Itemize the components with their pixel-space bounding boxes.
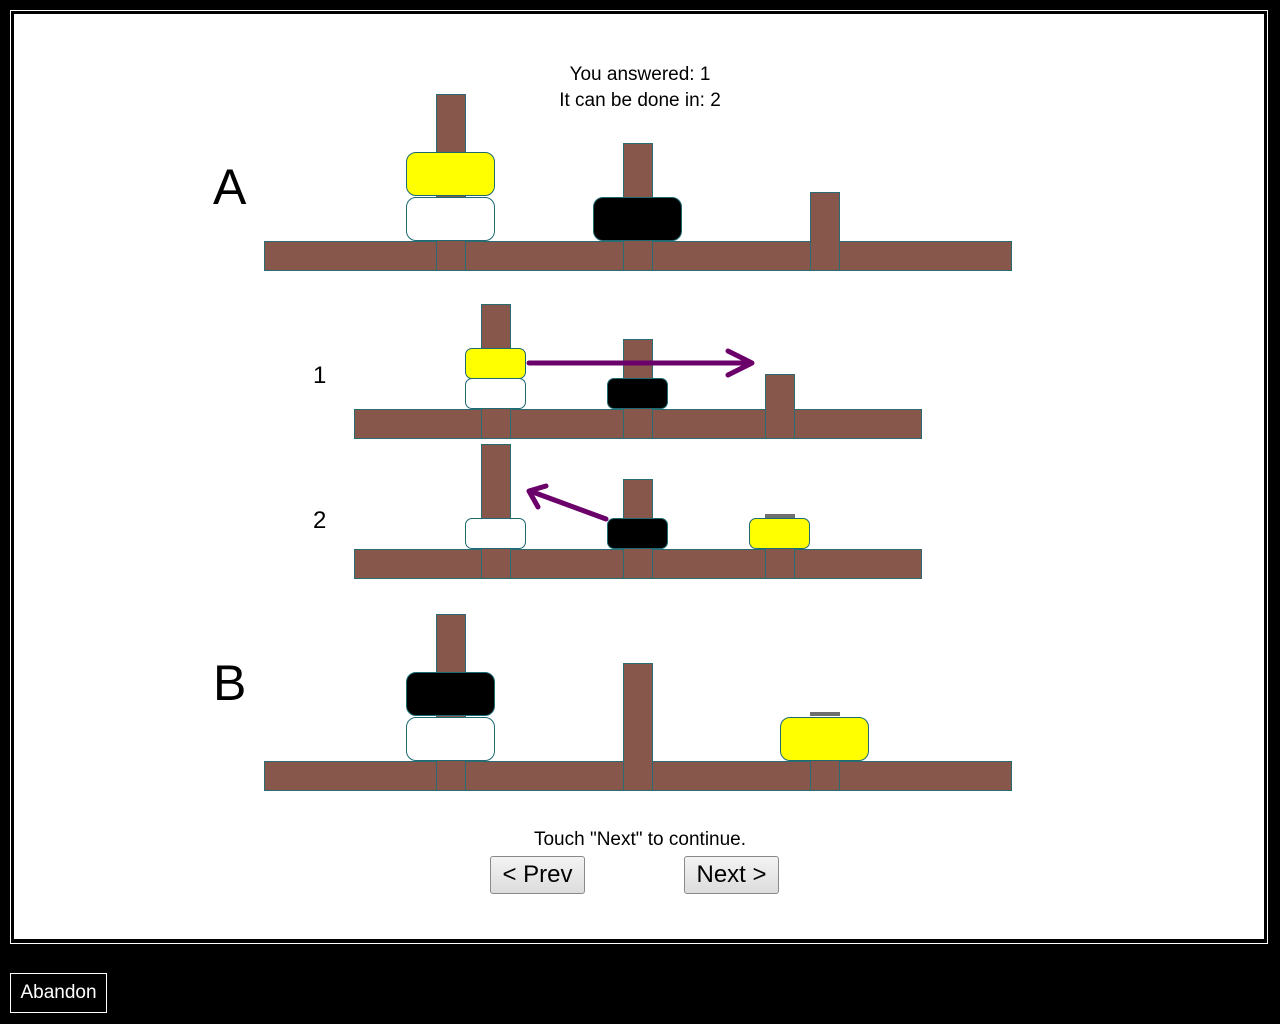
step-1-yellow-disk [465,348,526,379]
answered-text: You answered: 1 [569,64,711,85]
step-2-black-disk [607,518,668,549]
outer-frame [10,10,1268,944]
step-1-peg-1-foot [481,409,511,439]
abandon-button[interactable]: Abandon [10,973,107,1013]
prev-button[interactable]: < Prev [490,856,585,894]
step-2-peg-3-cap [765,514,795,518]
step-2-yellow-disk [749,518,810,549]
state-b-white-disk [406,717,495,761]
step-1-label: 1 [313,362,327,389]
state-a-peg-3-foot [810,241,840,271]
state-a-peg-2-foot [623,241,653,271]
step-1-black-disk [607,378,668,409]
state-a-white-disk [406,197,495,241]
next-button[interactable]: Next > [684,856,779,894]
state-a-black-disk [593,197,682,241]
state-a-peg-1-foot [436,241,466,271]
step-2-label: 2 [313,507,327,534]
optimal-moves-text: It can be done in: 2 [559,90,721,111]
step-2-peg-2-foot [623,549,653,579]
state-b-peg-1-foot [436,761,466,791]
step-2-peg-1-foot [481,549,511,579]
state-b-peg-2-foot [623,761,653,791]
step-2-white-disk [465,518,526,549]
step-1-peg-3-foot [765,409,795,439]
step-1-peg-2-foot [623,409,653,439]
start-state-label: A [213,159,247,215]
step-2-peg-3-foot [765,549,795,579]
step-1-white-disk [465,378,526,409]
state-b-peg-3-cap [810,712,840,716]
instruction-text: Touch "Next" to continue. [533,829,747,850]
state-b-yellow-disk [780,717,869,761]
state-a-yellow-disk [406,152,495,196]
state-b-black-disk [406,672,495,716]
state-b-peg-3-foot [810,761,840,791]
goal-state-label: B [213,655,247,711]
